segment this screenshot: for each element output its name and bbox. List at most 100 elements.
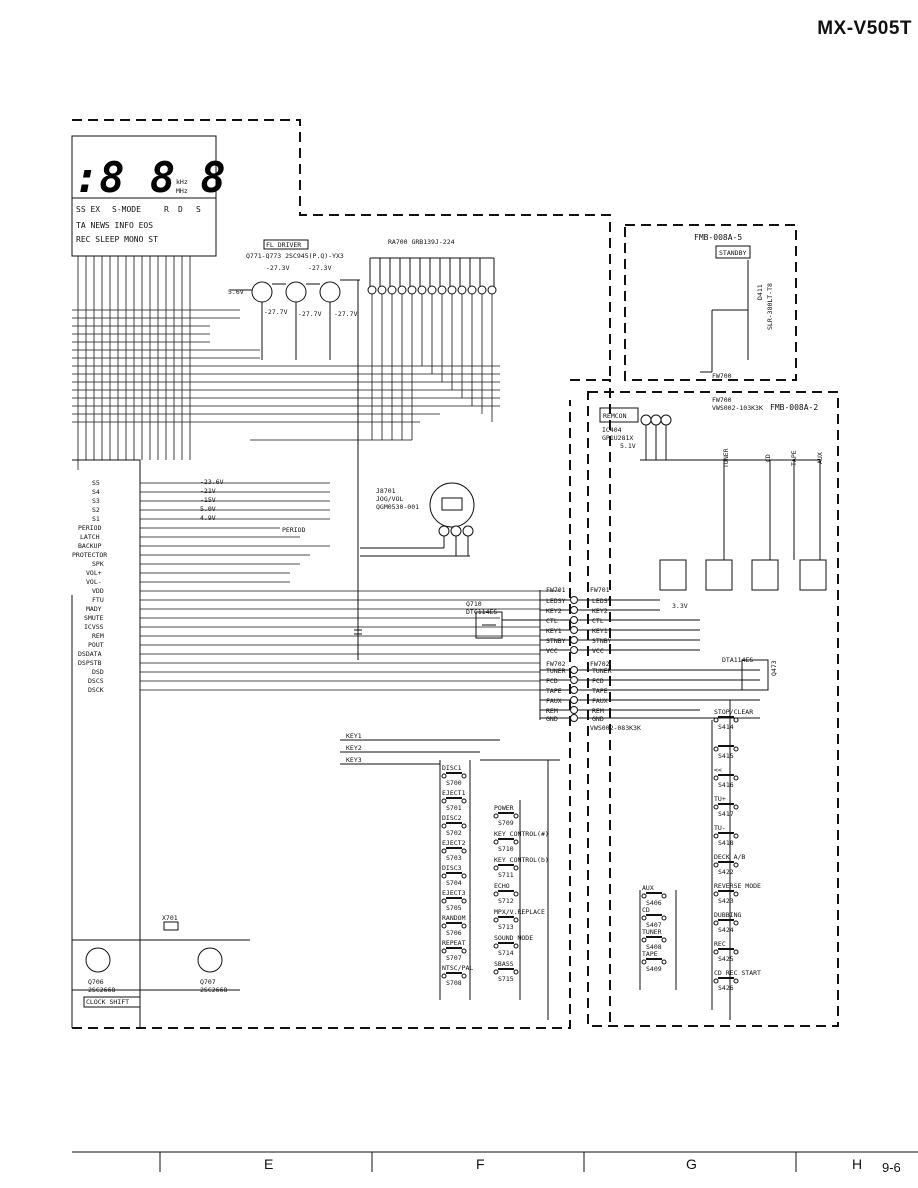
standby-board-boundary [624, 224, 797, 381]
signal-label: FAUX [546, 697, 562, 705]
clock-shift-label: CLOCK SHIFT [86, 998, 129, 1006]
ic404-label: IC404 [602, 426, 622, 434]
switch-contact [733, 775, 739, 781]
signal-label: VCC [592, 647, 604, 655]
signal-label: TUNER [592, 667, 612, 675]
pin-label: VDD [92, 587, 104, 595]
signal-label: TUNER [546, 667, 566, 675]
key3-label: KEY3 [346, 756, 362, 764]
switch-contact [461, 923, 467, 929]
led-aux-label: AUX [816, 452, 824, 464]
signal-label: FCD [546, 677, 558, 685]
key2-label: KEY2 [346, 744, 362, 752]
jack-label: J8701 [376, 487, 396, 495]
signal-label: STNBY [546, 637, 566, 645]
switch-contact [493, 865, 499, 871]
ic404-part: GP1U281X [602, 434, 633, 442]
switch-contact [441, 798, 447, 804]
display-row1-ssex: SS EX [76, 205, 100, 214]
switch-contact [513, 917, 519, 923]
switch-ref: S704 [446, 879, 462, 887]
q473-transistor [741, 659, 769, 691]
voltage-12: 5.1V [620, 442, 636, 450]
led-cd-label: CD [764, 454, 772, 462]
pin-label: MADY [86, 605, 102, 613]
pin-label: PROTECTOR [72, 551, 107, 559]
switch-contact [733, 833, 739, 839]
display-row1-s: S [196, 205, 201, 214]
switch-contact [733, 920, 739, 926]
switch-name: DECK A/B [714, 853, 745, 861]
display-row1-smode: S-MODE [112, 205, 141, 214]
switch-name: KEY CONTROL(#) [494, 830, 549, 838]
switch-contact [513, 943, 519, 949]
switch: TU-S418 [713, 824, 739, 847]
ic-pin-labels: S5 S4 S3 S2 S1 PERIOD LATCH BACKUP PROTE… [72, 479, 107, 694]
switch-ref: S418 [718, 839, 734, 847]
switch-ref: S709 [498, 819, 514, 827]
standby-label: STANDBY [719, 249, 746, 257]
switch-contact [493, 969, 499, 975]
display-row1-d: D [178, 205, 183, 214]
remcon-label: REMCON [603, 412, 627, 420]
switch-contact [493, 839, 499, 845]
signal-label: CTL [546, 617, 558, 625]
switch-contact [493, 917, 499, 923]
ic-body-edge [72, 459, 141, 1028]
switch-contact [441, 873, 447, 879]
switch-ref: S416 [718, 781, 734, 789]
voltage-10: 5.0V [200, 505, 216, 513]
switch-name: AUX [642, 884, 654, 892]
ic-pin-lines [140, 482, 560, 691]
switch-contact [713, 804, 719, 810]
voltage-7: -23.6V [200, 478, 224, 486]
fw700-part: VWS002-103K3K [712, 404, 763, 412]
switch-contact [441, 973, 447, 979]
signal-label: TAPE [592, 687, 608, 695]
q710-label: Q710 [466, 600, 482, 608]
switch-contact [513, 865, 519, 871]
pin-label: PERIOD [78, 524, 102, 532]
switch-contact [461, 823, 467, 829]
remcon-box [599, 407, 639, 423]
transistors-label: Q771-Q773 2SC945(P.Q)-YX3 [246, 252, 344, 260]
switch-ref: S706 [446, 929, 462, 937]
switch-ref: S708 [446, 979, 462, 987]
switch-contact [441, 948, 447, 954]
switch-name: ECHO [494, 882, 510, 890]
jog-vol-encoder [360, 482, 475, 557]
voltage-11: 4.9V [200, 514, 216, 522]
pin-label: S3 [92, 497, 100, 505]
fw702-label-right: FW702 [590, 660, 610, 668]
switch-contact [713, 920, 719, 926]
switch-contact [461, 848, 467, 854]
footer-col-e: E [264, 1156, 274, 1172]
unit-khz: kHz [176, 178, 188, 186]
led-tape-label: TAPE [790, 450, 798, 466]
switch-contact [661, 937, 667, 943]
dta-label: DTA114ES [722, 656, 753, 664]
jack-desc: JOG/VOL [376, 495, 403, 503]
switch-ref: S703 [446, 854, 462, 862]
switch-contact [733, 717, 739, 723]
q710-transistor [475, 611, 503, 639]
signal-label: KEY2 [546, 607, 562, 615]
switch-name: DISC3 [442, 864, 462, 872]
signal-label: LEDSY [546, 597, 566, 605]
switch-contact [493, 891, 499, 897]
q707-label: Q707 [200, 978, 216, 986]
switch-ref: S701 [446, 804, 462, 812]
footer-col-h: H [852, 1156, 863, 1172]
switch-ref: S408 [646, 943, 662, 951]
signal-label: FCD [592, 677, 604, 685]
